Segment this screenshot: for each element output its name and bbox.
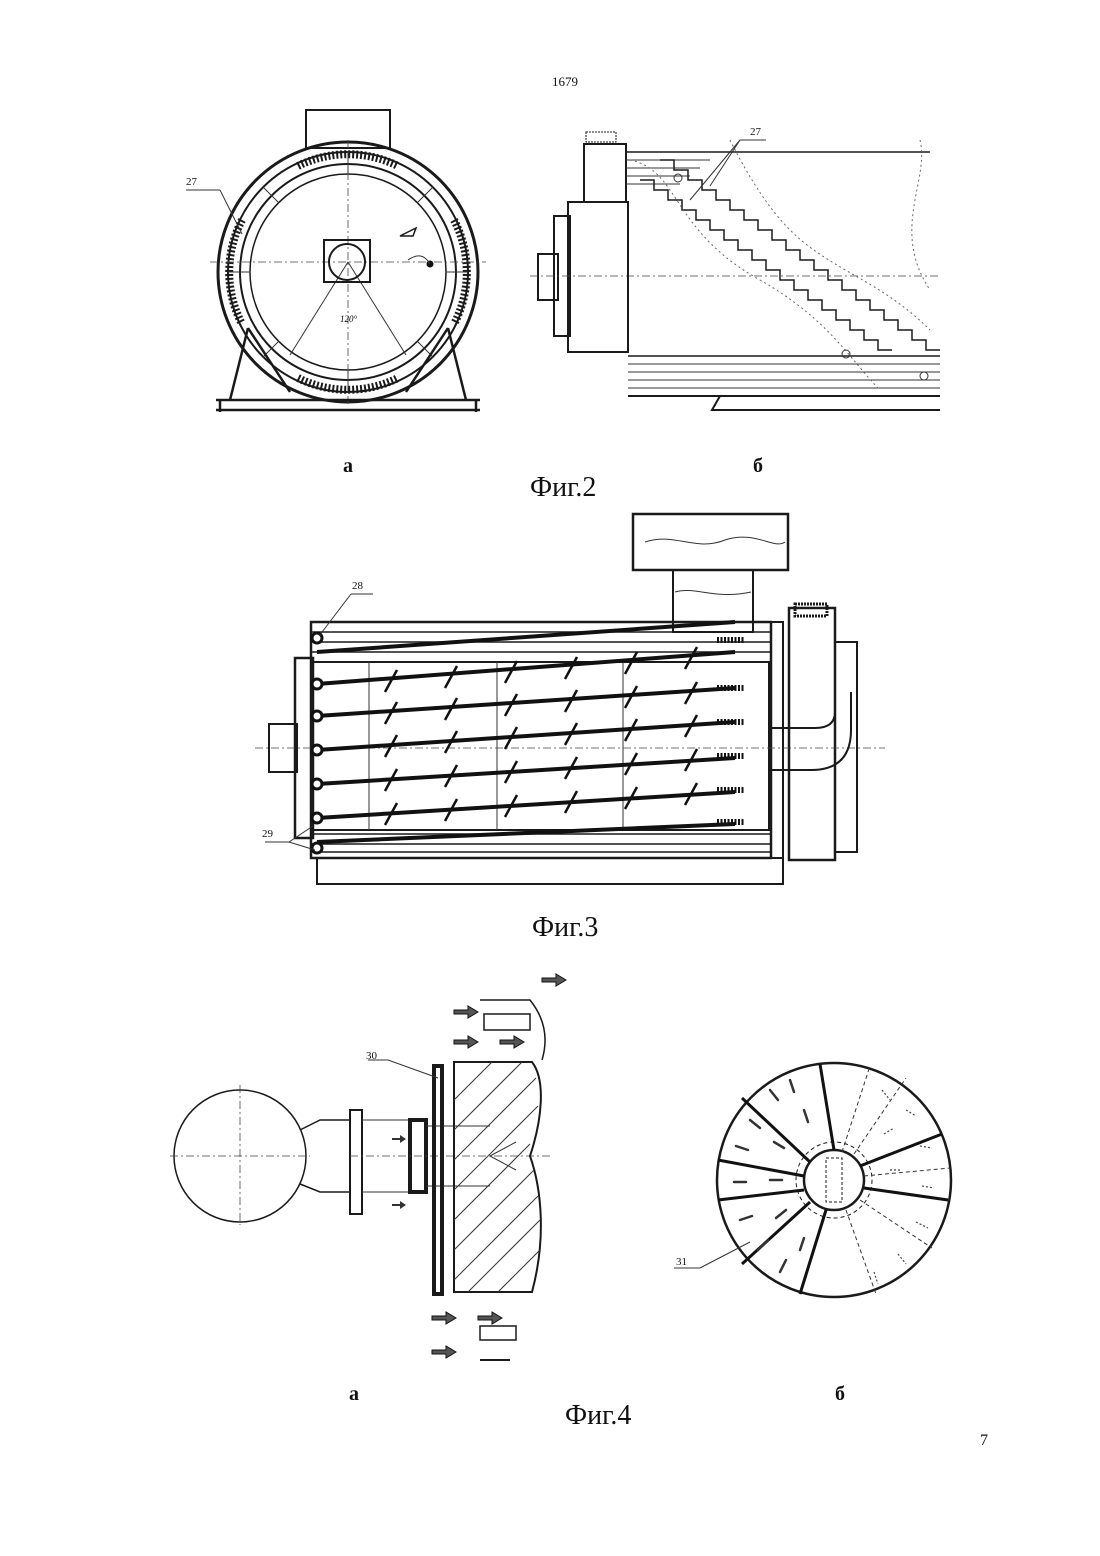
fig3-callout-29: 29 — [262, 828, 273, 840]
fig4b-drawing — [670, 1050, 960, 1310]
fig4b-callout: 31 — [676, 1256, 687, 1268]
fig2a-drawing: 120° — [180, 100, 500, 430]
fig3-caption: Фиг.3 — [532, 912, 598, 944]
fig4-caption: Фиг.4 — [565, 1400, 631, 1432]
fig4b-label: б — [835, 1383, 845, 1406]
fig3-drawing — [255, 512, 895, 912]
fig3-callout-28: 28 — [352, 580, 363, 592]
fig4a-label: а — [349, 1383, 359, 1406]
fig4a-callout: 30 — [366, 1050, 377, 1062]
page-number: 7 — [980, 1432, 988, 1450]
angle-label: 120° — [340, 314, 358, 324]
fig2a-callout: 27 — [186, 176, 197, 188]
fig2a-label: а — [343, 455, 353, 478]
fig2b-callout: 27 — [750, 126, 761, 138]
fig2b-label: б — [753, 455, 763, 478]
document-number: 1679 — [0, 74, 1100, 90]
fig2-caption: Фиг.2 — [530, 472, 596, 504]
fig4a-drawing — [170, 970, 590, 1370]
fig2b-drawing — [530, 120, 960, 430]
